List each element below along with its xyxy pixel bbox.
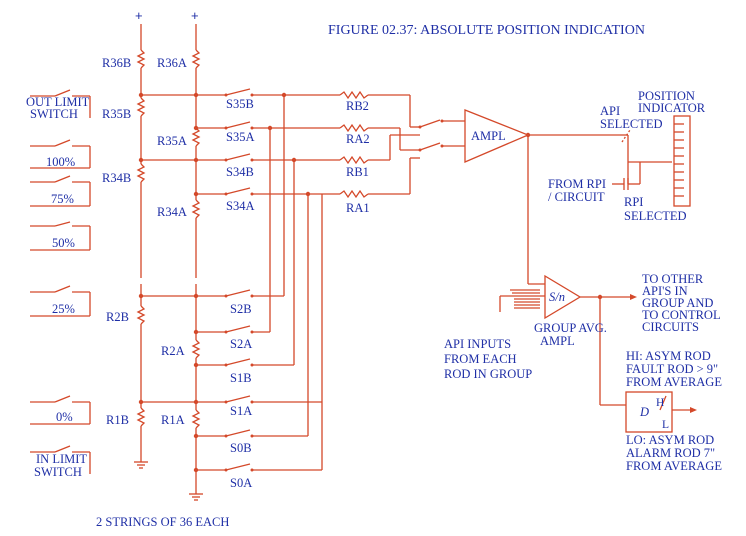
resistor-label: R2B	[106, 310, 129, 324]
api-inputs-label: API INPUTS	[444, 337, 511, 351]
input-resistor-label: RA1	[346, 201, 370, 215]
figure-title: FIGURE 02.37: ABSOLUTE POSITION INDICATI…	[328, 23, 645, 38]
position-switch-label: 75%	[51, 192, 74, 206]
detector-l: L	[662, 419, 669, 431]
left-switches	[30, 89, 91, 474]
selector-switches	[418, 119, 465, 152]
position-switch-label: 25%	[52, 302, 75, 316]
footer-note: 2 STRINGS OF 36 EACH	[96, 515, 229, 529]
resistor-label: R35B	[102, 107, 131, 121]
hi-text: FROM AVERAGE	[626, 375, 722, 389]
switch-label: S1B	[230, 371, 252, 385]
switch-label: S2B	[230, 302, 252, 316]
api-inputs-label: FROM EACH	[444, 352, 517, 366]
from-rpi-label: / CIRCUIT	[548, 190, 605, 204]
hi-text: HI: ASYM ROD	[626, 349, 711, 363]
switch-label: S34A	[226, 199, 254, 213]
out-limit-label: SWITCH	[30, 107, 78, 121]
position-switch-label: 0%	[56, 410, 73, 424]
tap-switch-lines	[141, 88, 340, 472]
detector-h: H	[656, 397, 664, 409]
input-resistor-label: RB2	[346, 99, 369, 113]
switch-label: S1A	[230, 404, 252, 418]
hi-text: FAULT ROD > 9"	[626, 362, 718, 376]
group-amp-symbol: S/n	[549, 290, 565, 304]
switch-label: S2A	[230, 337, 252, 351]
position-switch-label: 100%	[46, 155, 75, 169]
lo-text: LO: ASYM ROD	[626, 433, 714, 447]
to-other-label: API'S IN	[642, 284, 688, 298]
output-path	[612, 129, 672, 190]
in-limit-label: IN LIMIT	[36, 452, 87, 466]
group-avg-label: AMPL	[540, 334, 575, 348]
resistor-label: R1B	[106, 413, 129, 427]
position-indicator-scale	[673, 115, 691, 207]
out-limit-label: OUT LIMIT	[26, 95, 90, 109]
resistor-label: R1A	[161, 413, 185, 427]
switch-label: S35B	[226, 97, 254, 111]
switch-label: S34B	[226, 165, 254, 179]
position-switch-label: 50%	[52, 236, 75, 250]
resistor-label: R35A	[157, 134, 187, 148]
in-limit-label: SWITCH	[34, 465, 82, 479]
plus-symbol-a: +	[191, 8, 199, 23]
group-avg-label: GROUP AVG.	[534, 321, 607, 335]
switch-label: S0B	[230, 441, 252, 455]
resistor-label: R2A	[161, 344, 185, 358]
to-other-label: TO CONTROL	[642, 308, 721, 322]
lo-text: FROM AVERAGE	[626, 459, 722, 473]
resistor-label: R34B	[102, 171, 131, 185]
from-rpi-label: FROM RPI	[548, 177, 606, 191]
lo-text: ALARM ROD 7"	[626, 446, 715, 460]
input-resistors	[321, 90, 420, 230]
to-other-label: GROUP AND	[642, 296, 713, 310]
deviation-detector	[625, 391, 697, 433]
ampl-triangle	[464, 109, 620, 163]
string-b-rail	[134, 24, 148, 469]
ampl-label: AMPL	[471, 129, 506, 143]
switch-label: S35A	[226, 130, 254, 144]
group-avg-amp	[499, 135, 637, 406]
position-indicator-label: POSITION	[638, 89, 695, 103]
rpi-selected-label: RPI	[624, 195, 643, 209]
api-selected-label: SELECTED	[600, 117, 663, 131]
input-resistor-label: RB1	[346, 165, 369, 179]
api-inputs-label: ROD IN GROUP	[444, 367, 532, 381]
junction-dots	[138, 92, 603, 473]
position-indicator-label: INDICATOR	[638, 101, 706, 115]
rpi-selected-label: SELECTED	[624, 209, 687, 223]
input-resistor-label: RA2	[346, 132, 370, 146]
to-other-label: CIRCUITS	[642, 320, 699, 334]
resistor-label: R34A	[157, 205, 187, 219]
to-other-label: TO OTHER	[642, 272, 704, 286]
switch-label: S0A	[230, 476, 252, 490]
detector-d: D	[639, 405, 649, 419]
api-selected-label: API	[600, 104, 620, 118]
resistor-label: R36A	[157, 56, 187, 70]
plus-symbol-b: +	[135, 8, 143, 23]
resistor-label: R36B	[102, 56, 131, 70]
